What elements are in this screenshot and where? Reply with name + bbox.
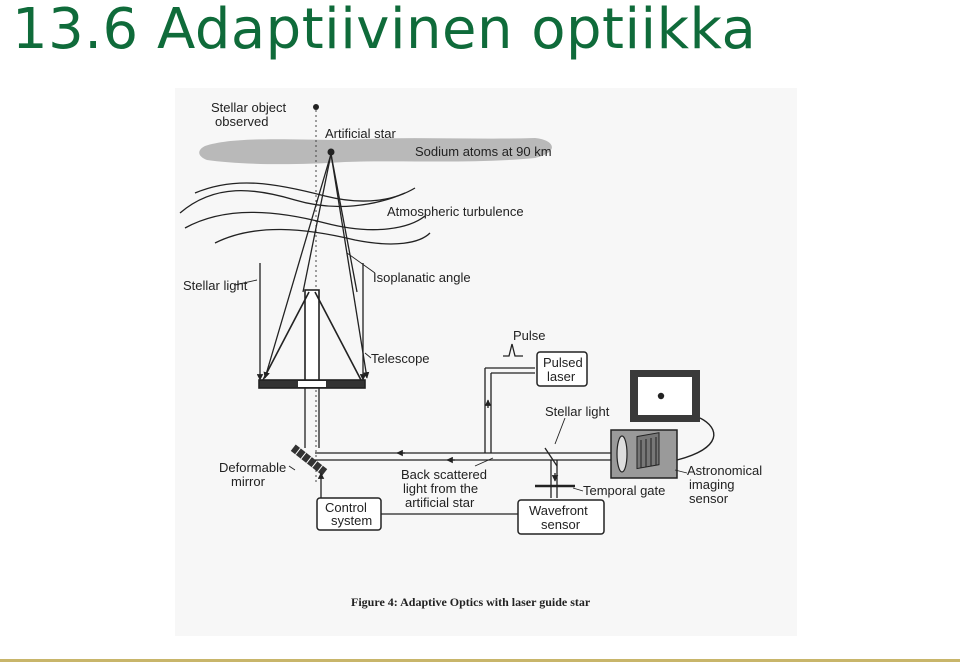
slide-title: 13.6 Adaptiivinen optiikka: [12, 0, 757, 62]
label-stellar-object-1: Stellar object: [211, 100, 287, 115]
figure-caption: Figure 4: Adaptive Optics with laser gui…: [351, 595, 591, 609]
label-wavefront-2: sensor: [541, 517, 581, 532]
label-pulsed-laser-1: Pulsed: [543, 355, 583, 370]
label-back-scattered-3: artificial star: [405, 495, 475, 510]
label-sodium: Sodium atoms at 90 km: [415, 144, 552, 159]
bottom-divider: [0, 659, 960, 662]
wavefront-sensor-box: [517, 499, 605, 535]
label-control-system-1: Control: [325, 500, 367, 515]
label-astronomical-1: Astronomical: [687, 463, 762, 478]
label-stellar-light-left: Stellar light: [183, 278, 248, 293]
pulse-waveform: [503, 343, 523, 357]
label-wavefront-1: Wavefront: [529, 503, 588, 518]
pulsed-laser-box: [536, 351, 588, 387]
artificial-star-dot: [327, 148, 335, 156]
label-isoplanatic: Isoplanatic angle: [373, 270, 471, 285]
adaptive-optics-diagram: Stellar object observed Artificial star …: [175, 88, 797, 636]
label-artificial-star: Artificial star: [325, 126, 396, 141]
sodium-cloud: [199, 138, 552, 165]
label-control-system-2: system: [331, 513, 372, 528]
turbulence-lines: [179, 182, 431, 245]
label-telescope: Telescope: [371, 351, 430, 366]
label-turbulence: Atmospheric turbulence: [387, 204, 524, 219]
deformable-mirror-shape: [290, 444, 328, 476]
label-back-scattered-1: Back scattered: [401, 467, 487, 482]
label-stellar-light-right: Stellar light: [545, 404, 610, 419]
label-stellar-object-2: observed: [215, 114, 268, 129]
label-astronomical-2: imaging: [689, 477, 735, 492]
label-astronomical-3: sensor: [689, 491, 729, 506]
label-temporal-gate: Temporal gate: [583, 483, 665, 498]
monitor-display: [630, 370, 715, 461]
label-pulse: Pulse: [513, 328, 546, 343]
label-deformable-mirror-2: mirror: [231, 474, 266, 489]
label-pulsed-laser-2: laser: [547, 369, 576, 384]
label-back-scattered-2: light from the: [403, 481, 478, 496]
telescope: [258, 289, 366, 389]
stellar-object-dot: [313, 104, 319, 110]
label-deformable-mirror-1: Deformable: [219, 460, 286, 475]
